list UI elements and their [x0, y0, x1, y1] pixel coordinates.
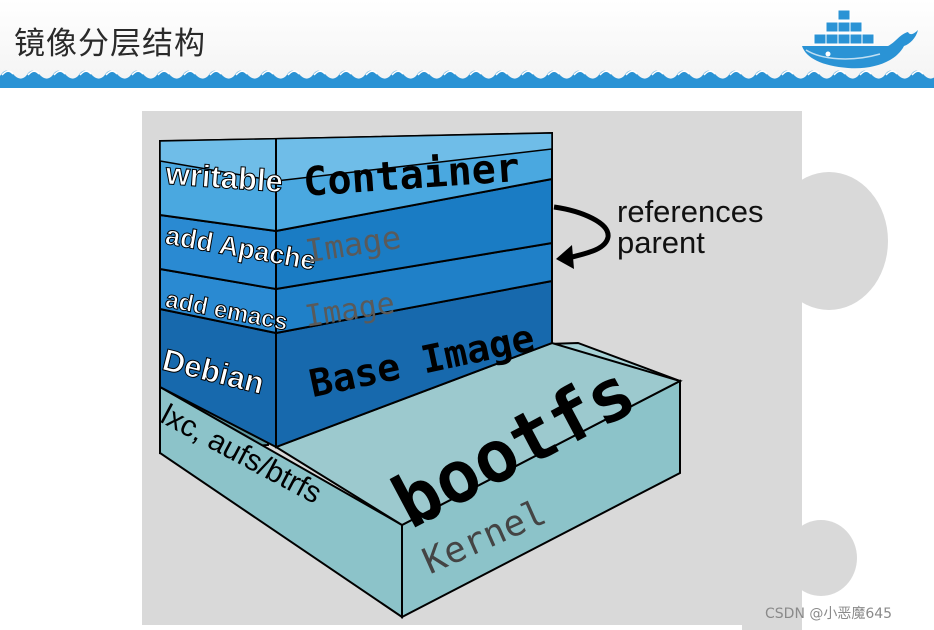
annotation-references: references	[617, 194, 764, 229]
panel-edge	[742, 170, 802, 630]
container-top-face	[159, 132, 553, 182]
slide-title: 镜像分层结构	[14, 26, 206, 62]
label-writable: writable	[164, 156, 285, 200]
references-arrow	[553, 204, 611, 260]
slide-header: 镜像分层结构	[0, 0, 934, 94]
annotation-parent: parent	[617, 225, 705, 260]
arrow-head	[556, 245, 574, 269]
wave-divider	[0, 62, 934, 94]
docker-whale-logo	[802, 9, 918, 69]
layer-stack-diagram	[159, 131, 683, 619]
csdn-watermark: CSDN @小恶魔645	[765, 606, 893, 622]
